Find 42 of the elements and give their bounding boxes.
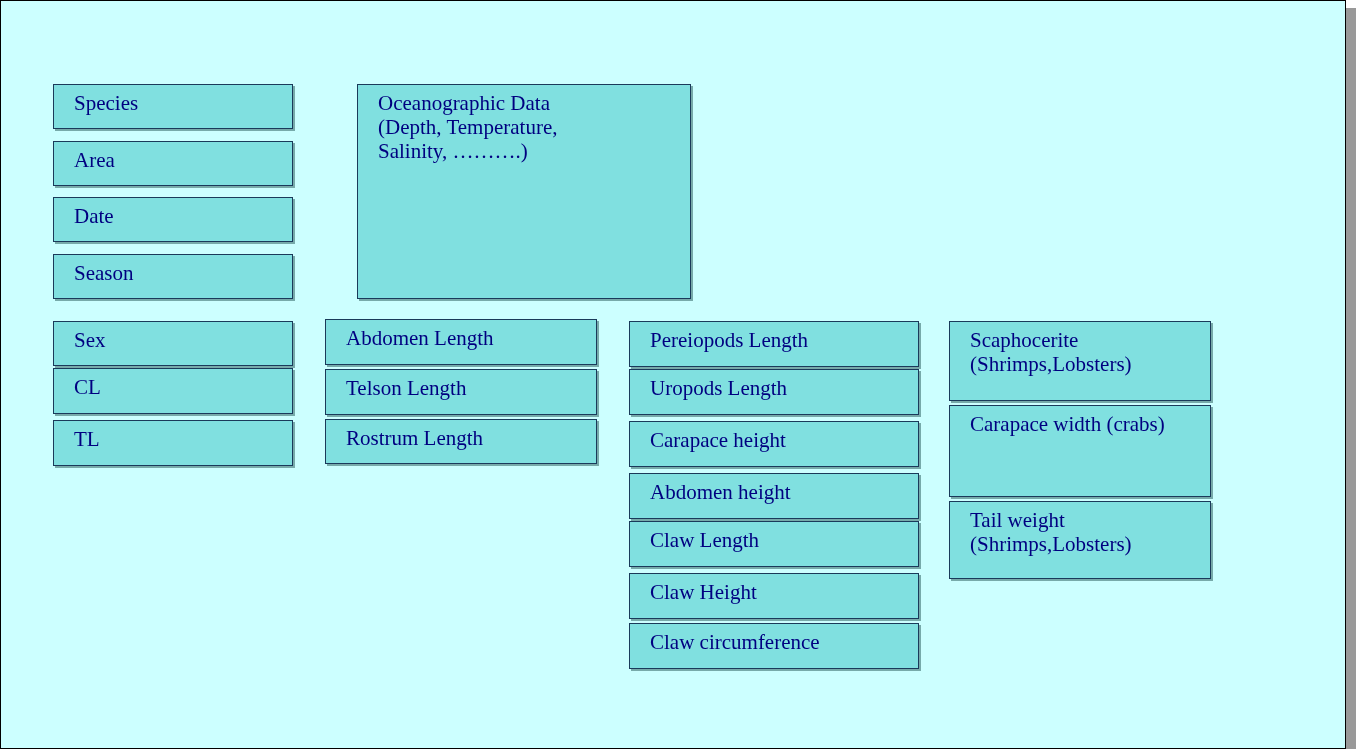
text-box: [53, 197, 293, 242]
box-label: TL: [74, 427, 100, 451]
box-label: Date: [74, 204, 114, 228]
text-box: [629, 421, 919, 467]
box-label: Claw Length: [650, 528, 760, 552]
box-label: Carapace height: [650, 428, 786, 452]
box-label: Area: [74, 148, 115, 172]
text-box: [53, 84, 293, 129]
box-label: Uropods Length: [650, 376, 788, 400]
text-box: [629, 473, 919, 519]
text-box: [949, 405, 1211, 497]
box-label: Carapace width (crabs): [970, 412, 1165, 436]
text-box: [357, 84, 691, 299]
text-box: [53, 254, 293, 299]
text-box: [949, 501, 1211, 579]
box-label: Species: [74, 91, 139, 115]
box-label: Sex: [74, 328, 106, 352]
box-label: Oceanographic Data (Depth, Temperature, Salinity, ……….): [378, 91, 559, 163]
box-label: Tail weight (Shrimps,Lobsters): [970, 508, 1133, 556]
text-box: [629, 521, 919, 567]
text-box: [325, 369, 597, 415]
text-box: [629, 573, 919, 619]
box-label: CL: [74, 375, 101, 399]
box-label: Claw Height: [650, 580, 757, 604]
text-box: [53, 368, 293, 414]
box-label: Abdomen Length: [346, 326, 494, 350]
box-label: Abdomen height: [650, 480, 791, 504]
box-label: Scaphocerite (Shrimps,Lobsters): [970, 328, 1133, 376]
box-label: Claw circumference: [650, 630, 820, 654]
text-box: [53, 321, 293, 366]
text-box: [629, 321, 919, 367]
text-box: [949, 321, 1211, 401]
text-box: [629, 623, 919, 669]
box-label: Pereiopods Length: [650, 328, 809, 352]
text-box: [629, 369, 919, 415]
text-box: [53, 141, 293, 186]
box-label: Telson Length: [346, 376, 467, 400]
text-box: [53, 420, 293, 466]
text-box: [325, 319, 597, 365]
box-label: Rostrum Length: [346, 426, 484, 450]
box-label: Season: [74, 261, 134, 285]
text-box: [325, 419, 597, 464]
